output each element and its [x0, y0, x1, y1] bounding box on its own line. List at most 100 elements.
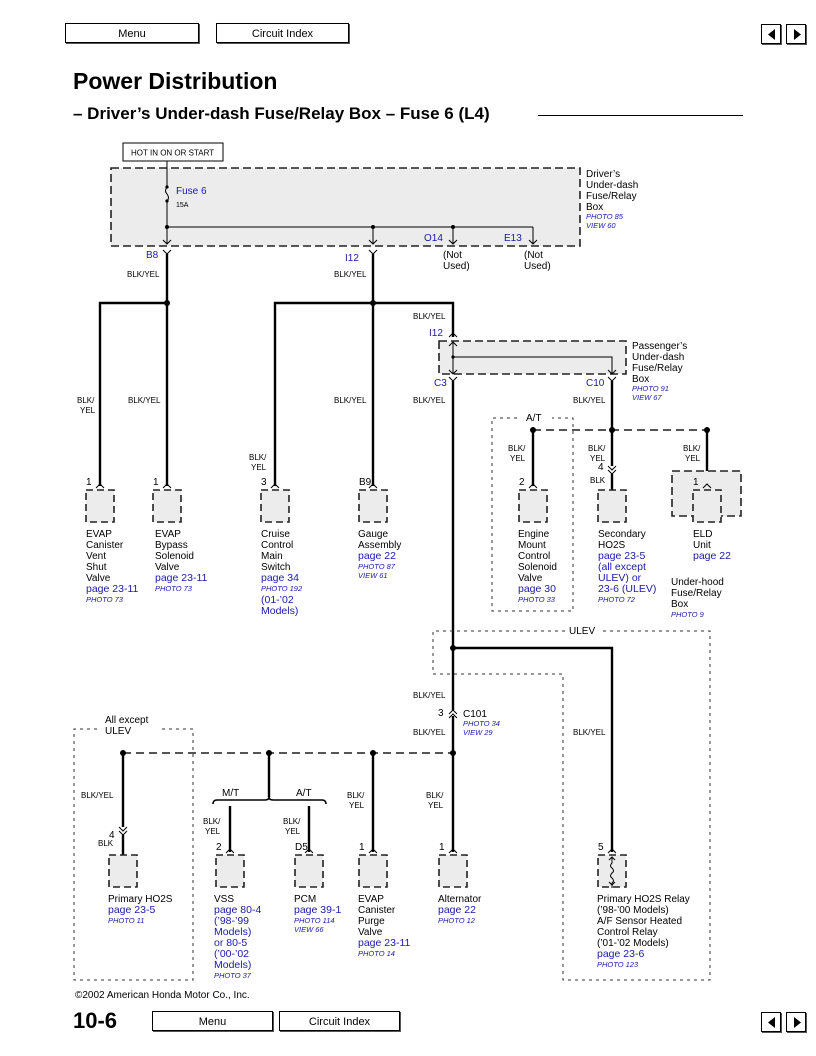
terminal-e13: E13 — [504, 233, 522, 244]
photo-ref: PHOTO 9 — [671, 610, 705, 619]
page-link[interactable]: (’98-’99 — [214, 915, 249, 927]
page-link[interactable]: page 23-11 — [86, 583, 139, 595]
component-7[interactable] — [108, 854, 138, 888]
component-name: PCM — [294, 894, 316, 905]
photo-ref: PHOTO 14 — [358, 949, 395, 958]
page-link[interactable]: page 23-5 — [108, 904, 155, 916]
pass-terminal-c10: C10 — [586, 378, 605, 389]
pin-label: 2 — [519, 477, 525, 488]
pin-label: 2 — [216, 842, 222, 853]
component-12[interactable] — [597, 848, 627, 888]
prev-page-button[interactable] — [761, 24, 781, 44]
page-link[interactable]: page 23-11 — [358, 937, 411, 949]
page-link[interactable]: 23-6 (ULEV) — [598, 583, 656, 595]
page-link[interactable]: page 80-4 — [214, 904, 261, 916]
terminal-o14: O14 — [424, 233, 443, 244]
component-10[interactable] — [358, 848, 388, 888]
page-link[interactable]: page 22 — [438, 904, 476, 916]
photo-ref: PHOTO 72 — [598, 595, 636, 604]
photo-ref: PHOTO 37 — [214, 971, 252, 980]
component-name: A/F Sensor Heated — [597, 916, 682, 927]
pin-label: 4 — [109, 830, 115, 841]
page-link[interactable]: page 30 — [518, 583, 556, 595]
component-9[interactable] — [294, 848, 324, 888]
svg-text:BLK/YEL: BLK/YEL — [128, 396, 161, 405]
page-link[interactable]: Models) — [214, 926, 251, 938]
component-name: Control — [261, 540, 293, 551]
svg-text:Under-dash: Under-dash — [586, 180, 638, 191]
component-name: Solenoid — [155, 551, 194, 562]
page-number: 10-6 — [73, 1008, 118, 1033]
svg-text:A/T: A/T — [526, 413, 542, 424]
page-link[interactable]: page 39-1 — [294, 904, 341, 916]
component-4[interactable] — [518, 483, 548, 523]
circuit-index-button[interactable]: Circuit Index — [216, 23, 349, 43]
component-name: Control Relay — [597, 927, 658, 938]
svg-text:C101: C101 — [463, 709, 487, 720]
model-note: Models) — [261, 605, 298, 617]
component-2[interactable] — [260, 483, 290, 523]
component-6[interactable] — [692, 483, 722, 523]
page-subtitle: – Driver’s Under-dash Fuse/Relay Box – F… — [73, 104, 490, 123]
component-5[interactable] — [597, 489, 627, 523]
svg-text:Passenger’s: Passenger’s — [632, 341, 687, 352]
svg-text:Box: Box — [586, 202, 603, 213]
component-name: Cruise — [261, 529, 290, 540]
svg-text:BLK/YEL: BLK/YEL — [413, 396, 446, 405]
container-name: Under-hood — [671, 577, 724, 588]
page-link[interactable]: page 23-5 — [598, 550, 645, 562]
svg-text:BLK/: BLK/ — [249, 453, 267, 462]
component-name: EVAP — [358, 894, 384, 905]
component-3[interactable] — [358, 483, 388, 523]
component-1[interactable] — [152, 483, 182, 523]
page-link[interactable]: (all except — [598, 561, 646, 573]
page-link[interactable]: page 22 — [358, 550, 396, 562]
model-note: (01-’02 — [261, 594, 294, 606]
container-name: Fuse/Relay — [671, 588, 722, 599]
svg-text:YEL: YEL — [510, 454, 526, 463]
svg-text:Driver’s: Driver’s — [586, 169, 620, 180]
svg-text:BLK: BLK — [590, 476, 606, 485]
subtitle-rule — [538, 115, 743, 116]
page-link[interactable]: page 34 — [261, 572, 299, 584]
component-name: HO2S — [598, 540, 626, 551]
page-link[interactable]: Models) — [214, 959, 251, 971]
svg-text:PHOTO 85: PHOTO 85 — [586, 212, 624, 221]
drivers-fuse-relay-box: Driver’s Under-dash Fuse/Relay Box PHOTO… — [110, 167, 638, 247]
component-name: Valve — [86, 573, 111, 584]
c101-connector: 3 C101 PHOTO 34 VIEW 29 — [438, 708, 500, 737]
component-8[interactable] — [215, 848, 245, 888]
svg-text:BLK/YEL: BLK/YEL — [413, 728, 446, 737]
component-name: Mount — [518, 540, 546, 551]
page-link[interactable]: page 23-6 — [597, 948, 644, 960]
svg-text:YEL: YEL — [349, 801, 365, 810]
photo-ref: PHOTO 33 — [518, 595, 556, 604]
footer-menu-button[interactable]: Menu — [152, 1011, 273, 1031]
page-link[interactable]: page 22 — [693, 550, 731, 562]
photo-ref: PHOTO 12 — [438, 916, 476, 925]
component-0[interactable] — [85, 483, 115, 523]
page-link[interactable]: (’00-’02 — [214, 948, 249, 960]
fuse-6: Fuse 6 15A — [165, 161, 207, 244]
footer-circuit-index-button[interactable]: Circuit Index — [279, 1011, 400, 1031]
page-link[interactable]: page 23-11 — [155, 572, 208, 584]
component-name: Engine — [518, 529, 550, 540]
svg-text:VIEW 60: VIEW 60 — [586, 221, 616, 230]
left-triangle-icon — [768, 1017, 775, 1028]
pin-label: 1 — [693, 477, 699, 488]
component-11[interactable] — [438, 848, 468, 888]
footer-next-page-button[interactable] — [786, 1012, 806, 1032]
svg-text:YEL: YEL — [428, 801, 444, 810]
next-page-button[interactable] — [786, 24, 806, 44]
svg-text:BLK/YEL: BLK/YEL — [334, 270, 367, 279]
footer-prev-page-button[interactable] — [761, 1012, 781, 1032]
component-name: Assembly — [358, 540, 401, 551]
svg-text:BLK/: BLK/ — [77, 396, 95, 405]
page-link[interactable]: or 80-5 — [214, 937, 247, 949]
photo-ref: PHOTO 114 — [294, 916, 335, 925]
menu-button[interactable]: Menu — [65, 23, 199, 43]
pin-label: 1 — [359, 842, 365, 853]
page-link[interactable]: ULEV) or — [598, 572, 642, 584]
right-triangle-icon — [794, 29, 801, 40]
